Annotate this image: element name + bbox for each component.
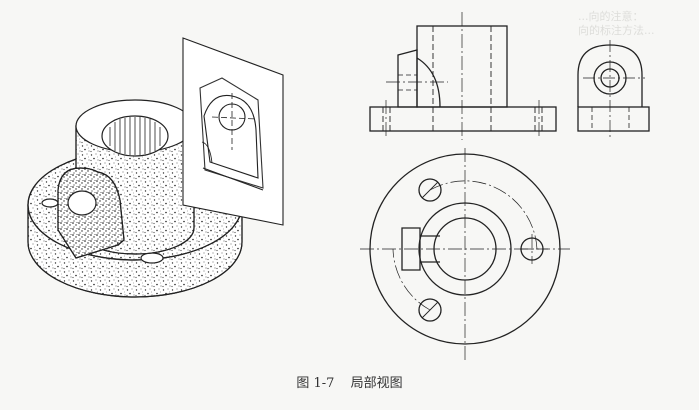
lug-hole [67, 190, 97, 216]
figure-caption: 图 1-7 局部视图 [0, 372, 699, 391]
figure-number: 图 1-7 [296, 376, 335, 391]
front-view [369, 12, 557, 140]
lug-top [401, 227, 421, 271]
hole-bottom-left [418, 298, 442, 322]
figure-title: 局部视图 [350, 376, 403, 391]
hole-top-left [418, 178, 442, 202]
projection-plane [182, 37, 284, 226]
top-view [360, 148, 570, 360]
flange-hole-left [41, 198, 59, 208]
partial-side-view [577, 40, 650, 140]
flange-hole-front [140, 252, 164, 264]
bleed-through-text: ...向的注意： 向的标注方法... [578, 10, 655, 37]
front-base [369, 106, 557, 132]
side-lug [57, 167, 125, 259]
